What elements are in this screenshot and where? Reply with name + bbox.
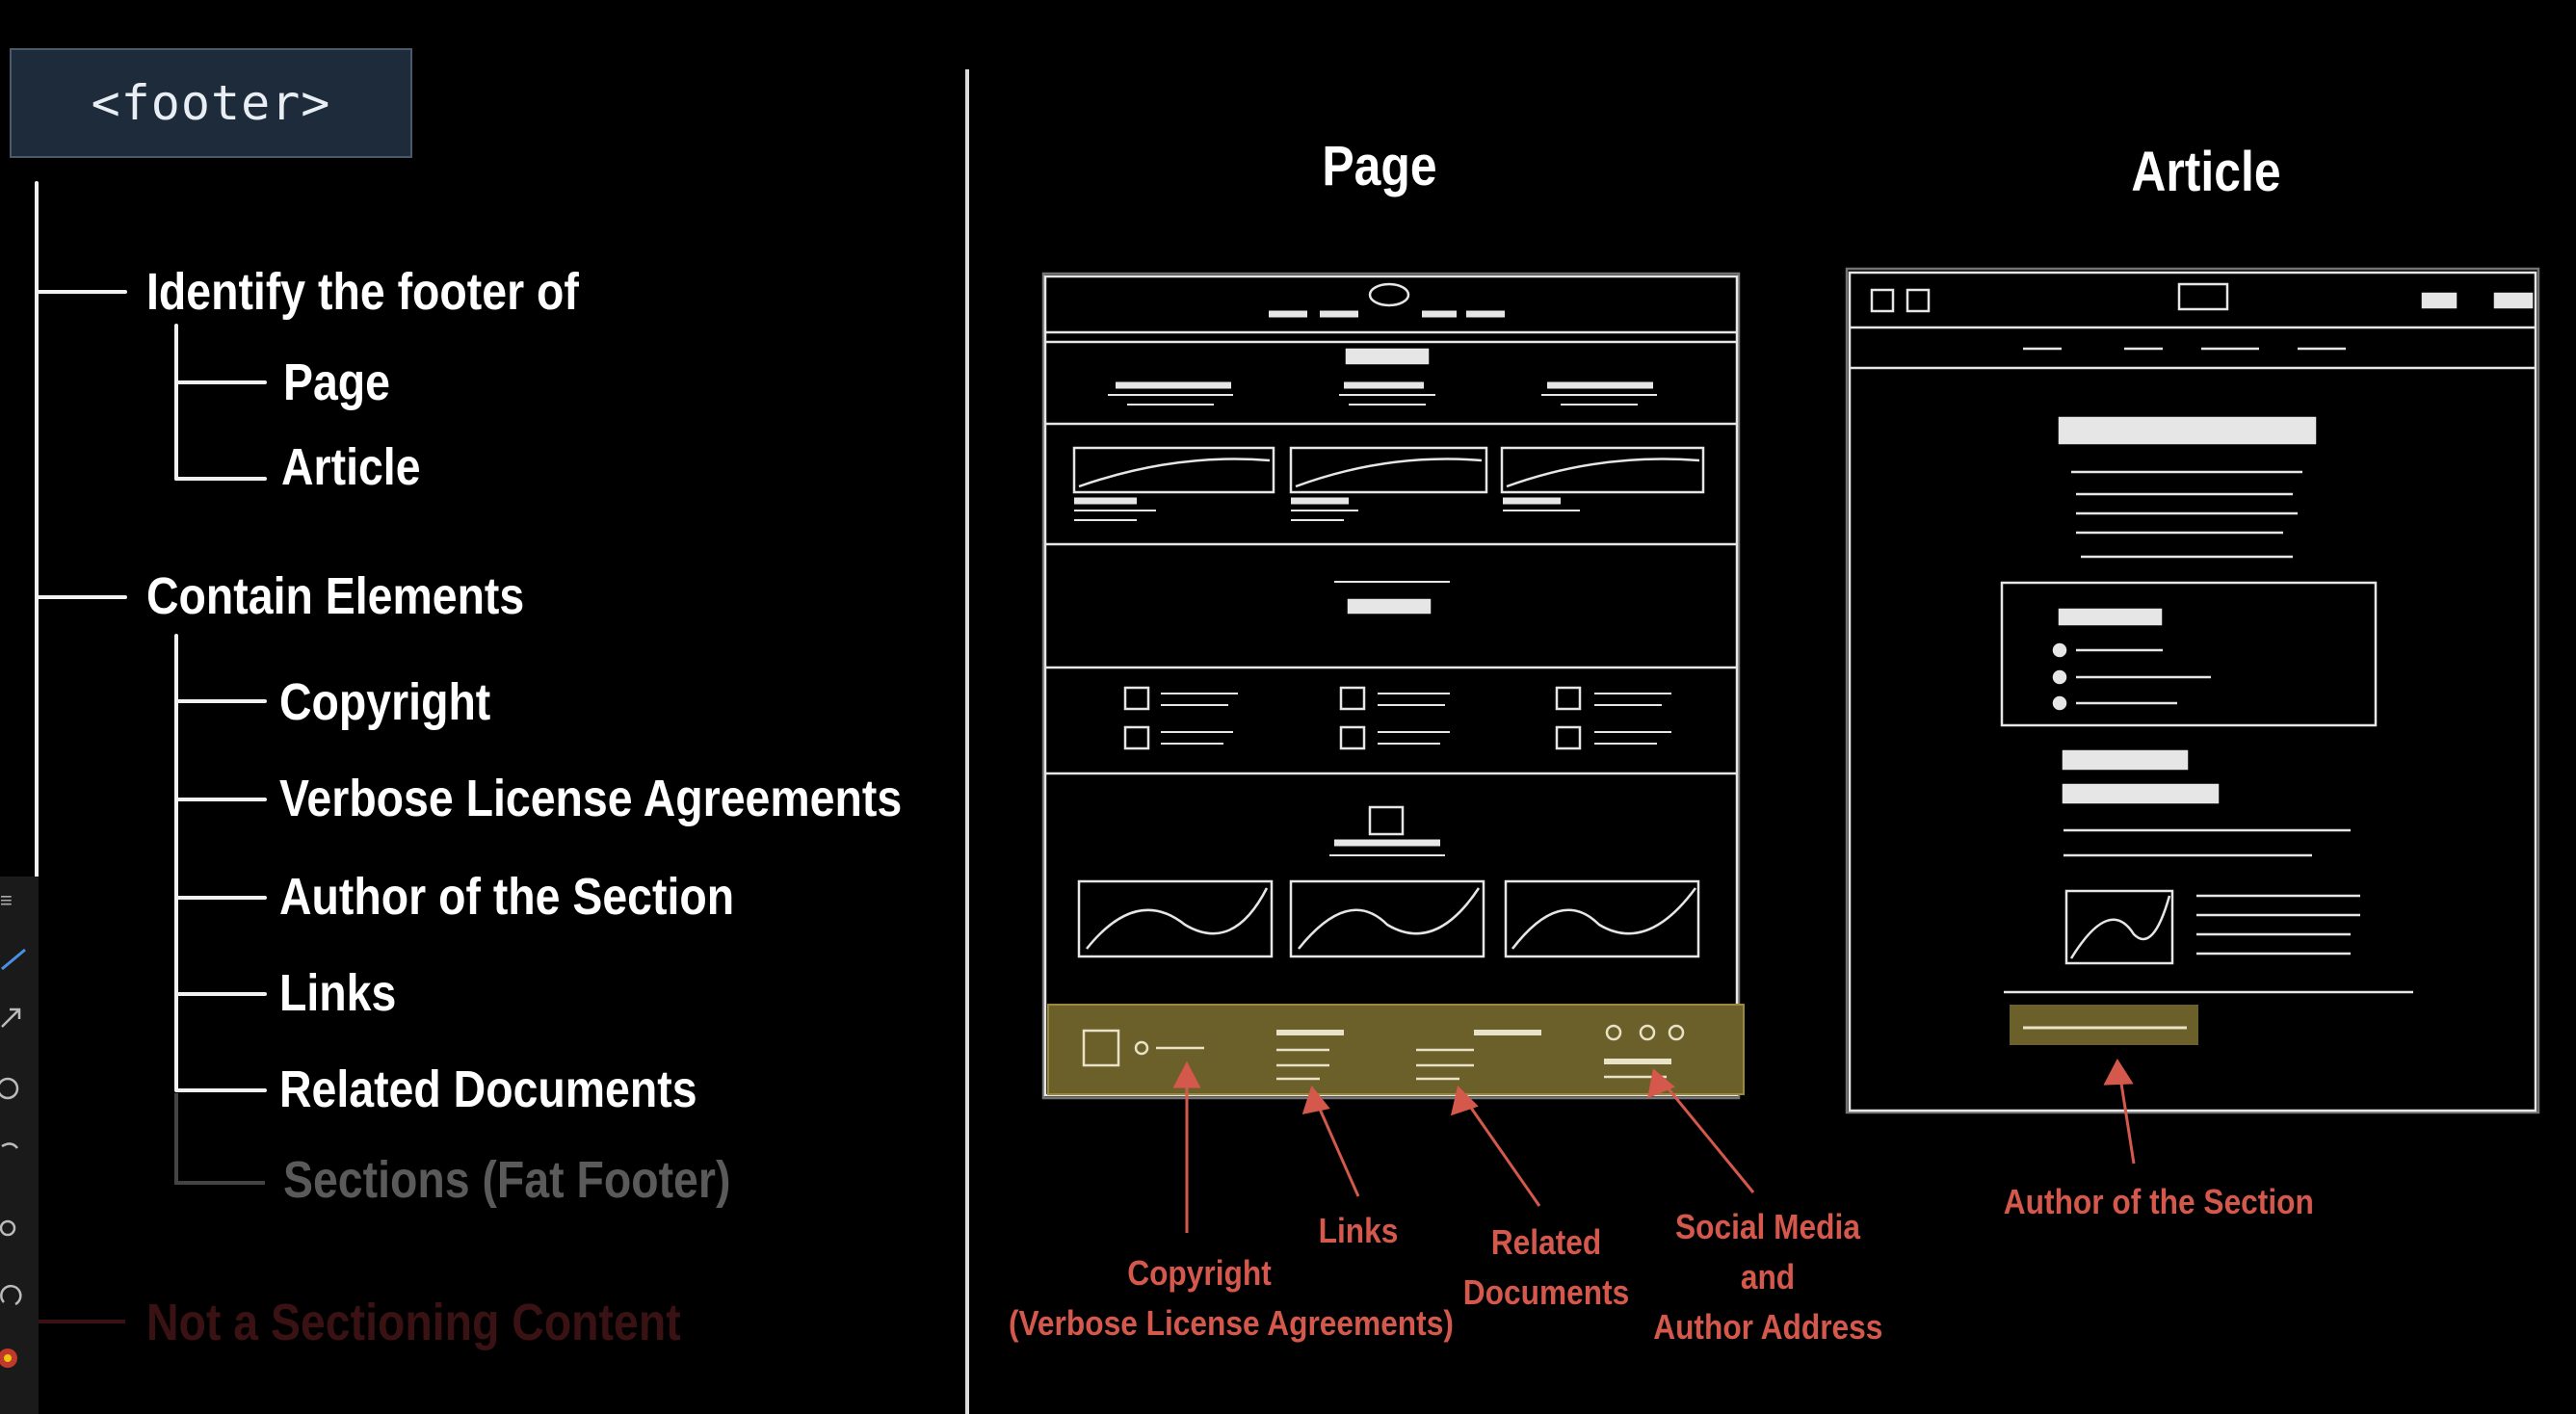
annotation-social-line2: and: [1740, 1257, 1796, 1296]
tree-author: Author of the Section: [279, 868, 735, 926]
footer-tag-box: <footer>: [10, 48, 412, 158]
line-icon[interactable]: [0, 1137, 29, 1165]
footer-tag-label: <footer>: [91, 75, 331, 131]
color-icon[interactable]: [0, 1344, 29, 1373]
page-wireframe: [1041, 272, 1741, 1100]
annotation-copyright: Copyright (Verbose License Agreements): [1009, 1248, 1454, 1349]
annotation-article-author: Author of the Section: [2003, 1182, 2314, 1221]
tree-license: Verbose License Agreements: [279, 770, 903, 827]
annotation-related-line1: Related: [1490, 1222, 1602, 1262]
article-header: Article: [2131, 141, 2281, 203]
tree-copyright: Copyright: [279, 673, 491, 731]
rotate-icon[interactable]: [0, 1281, 29, 1310]
annotation-social-line3: Author Address: [1653, 1307, 1883, 1347]
dot-icon[interactable]: [0, 1214, 29, 1243]
article-wireframe: [1845, 267, 2540, 1114]
pen-icon[interactable]: [0, 944, 29, 973]
tree-sections: Sections (Fat Footer): [283, 1151, 731, 1209]
annotation-copyright-line1: Copyright: [1127, 1253, 1272, 1293]
annotation-related-line2: Documents: [1462, 1272, 1630, 1312]
tree-page: Page: [283, 354, 391, 411]
tree-related: Related Documents: [279, 1060, 697, 1118]
tree-article: Article: [281, 438, 421, 496]
annotation-copyright-line2: (Verbose License Agreements): [1009, 1303, 1454, 1343]
drawing-toolbar: ≡: [0, 877, 39, 1414]
annotation-related: Related Documents: [1449, 1218, 1643, 1318]
annotation-links: Links: [1318, 1211, 1399, 1250]
article-footer-highlight: [2010, 1005, 2198, 1045]
circle-icon[interactable]: [0, 1074, 29, 1103]
tree-not-sectioning: Not a Sectioning Content: [146, 1294, 681, 1351]
annotation-social-line1: Social Media: [1675, 1207, 1860, 1246]
page-footer-highlight: [1047, 1004, 1745, 1095]
page-header: Page: [1322, 135, 1437, 197]
annotation-social: Social Media and Author Address: [1653, 1202, 1882, 1352]
menu-icon[interactable]: ≡: [0, 888, 13, 912]
tree-identify: Identify the footer of: [146, 263, 579, 321]
tree-contain: Contain Elements: [146, 567, 525, 625]
arrow-icon[interactable]: [0, 1002, 29, 1031]
tree-links: Links: [279, 964, 397, 1022]
